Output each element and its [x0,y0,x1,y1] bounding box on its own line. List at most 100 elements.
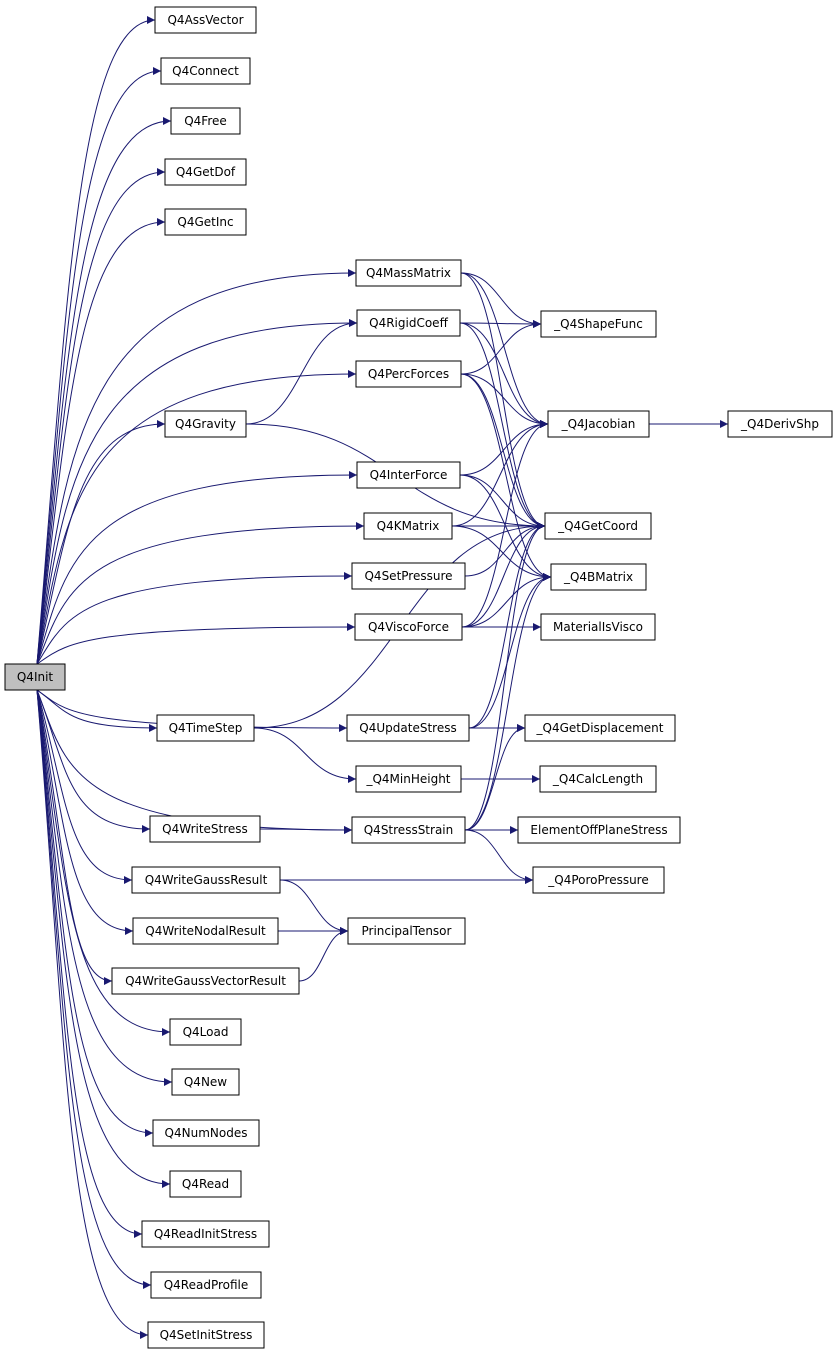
edge-q4-visco-force-to-q4-get-coord [461,522,546,628]
node-box [111,967,300,995]
node-box [355,360,462,388]
node-label: Q4Read [182,1177,229,1191]
edge-q4-set-pressure-to-q4-get-coord [464,522,546,577]
node-q4-read-init-stress[interactable]: Q4ReadInitStress [141,1220,270,1248]
node-q4-free[interactable]: Q4Free [170,107,241,135]
node-label: Q4UpdateStress [359,721,456,735]
node-q4-min-height[interactable]: _Q4MinHeight [355,765,462,793]
node-label: _Q4DerivShp [740,417,819,431]
node-q4-write-gauss-result[interactable]: Q4WriteGaussResult [131,866,281,894]
node-q4-perc-forces[interactable]: Q4PercForces [355,360,462,388]
node-q4-read[interactable]: Q4Read [169,1170,242,1198]
node-q4-num-nodes[interactable]: Q4NumNodes [152,1119,260,1147]
node-q4-visco-force[interactable]: Q4ViscoForce [354,613,463,641]
edge-q4-init-to-q4-ass-vector [36,16,156,665]
edges [36,16,728,1339]
node-box [164,410,247,438]
node-q4-write-stress[interactable]: Q4WriteStress [149,815,261,843]
edge-q4-perc-forces-to-q4-bmatrix [460,373,552,581]
node-q4-shape-func[interactable]: _Q4ShapeFunc [540,310,657,338]
edge-q4-stress-strain-to-q4-bmatrix [464,573,552,831]
node-q4-stress-strain[interactable]: Q4StressStrain [351,816,466,844]
node-label: Q4ViscoForce [368,620,449,634]
node-q4-mass-matrix[interactable]: Q4MassMatrix [355,259,462,287]
node-label: Q4GetDof [176,165,236,179]
edge-q4-mass-matrix-to-q4-shape-func [460,272,542,328]
node-q4-gravity[interactable]: Q4Gravity [164,410,247,438]
node-principal-tensor[interactable]: PrincipalTensor [347,917,466,945]
node-label: Q4SetInitStress [160,1328,253,1342]
edge-q4-kmatrix-to-q4-bmatrix [451,525,552,581]
node-label: Q4Init [17,670,54,684]
node-q4-new[interactable]: Q4New [171,1068,240,1096]
node-q4-poro-pressure[interactable]: _Q4PoroPressure [532,866,665,894]
node-q4-read-profile[interactable]: Q4ReadProfile [150,1271,262,1299]
node-label: Q4Gravity [175,417,236,431]
node-box [727,410,833,438]
node-q4-calc-length[interactable]: _Q4CalcLength [539,765,657,793]
node-box [363,512,453,540]
node-box [550,563,647,591]
edge-q4-init-to-q4-get-inc [36,218,166,665]
node-q4-load[interactable]: Q4Load [169,1018,242,1046]
edge-q4-time-step-to-q4-min-height [253,727,357,783]
edge-q4-init-to-q4-free [36,117,172,665]
node-label: Q4StressStrain [364,823,454,837]
node-q4-init[interactable]: Q4Init [4,663,66,691]
node-material-is-visco[interactable]: MaterialIsVisco [540,613,656,641]
node-box [356,309,461,337]
node-q4-inter-force[interactable]: Q4InterForce [356,461,461,489]
node-q4-set-pressure[interactable]: Q4SetPressure [351,562,466,590]
node-q4-set-init-stress[interactable]: Q4SetInitStress [147,1321,265,1349]
node-label: Q4NumNodes [165,1126,248,1140]
node-label: Q4WriteNodalResult [145,924,266,938]
node-box [517,816,681,844]
node-box [355,259,462,287]
node-label: ElementOffPlaneStress [530,823,667,837]
node-box [131,866,281,894]
node-q4-rigid-coeff[interactable]: Q4RigidCoeff [356,309,461,337]
node-q4-get-dof[interactable]: Q4GetDof [164,158,247,186]
node-q4-get-inc[interactable]: Q4GetInc [164,208,247,236]
edge-q4-gravity-to-q4-rigid-coeff [245,319,358,425]
node-q4-deriv-shp[interactable]: _Q4DerivShp [727,410,833,438]
node-q4-get-coord[interactable]: _Q4GetCoord [544,512,652,540]
node-label: Q4SetPressure [364,569,452,583]
node-element-off-plane-stress[interactable]: ElementOffPlaneStress [517,816,681,844]
node-label: Q4KMatrix [377,519,440,533]
edge-q4-init-to-q4-write-gauss-result [36,689,133,884]
node-q4-jacobian[interactable]: _Q4Jacobian [547,410,650,438]
edge-q4-stress-strain-to-q4-poro-pressure [464,829,534,884]
edge-q4-update-stress-to-q4-get-coord [468,522,546,729]
edge-q4-write-gauss-vector-result-to-principal-tensor [298,927,349,982]
node-label: Q4WriteGaussVectorResult [125,974,286,988]
edge-q4-init-to-q4-new [36,689,173,1086]
node-q4-time-step[interactable]: Q4TimeStep [156,714,255,742]
node-label: Q4InterForce [370,468,448,482]
node-label: Q4PercForces [368,367,449,381]
node-q4-connect[interactable]: Q4Connect [160,57,251,85]
node-box [547,410,650,438]
edge-q4-init-to-q4-set-init-stress [36,689,149,1339]
node-q4-bmatrix[interactable]: _Q4BMatrix [550,563,647,591]
nodes: Q4Init Q4AssVectorQ4ConnectQ4FreeQ4GetDof… [4,6,833,1349]
node-box [150,1271,262,1299]
node-q4-write-gauss-vector-result[interactable]: Q4WriteGaussVectorResult [111,967,300,995]
node-label: Q4Connect [172,64,239,78]
node-q4-get-displacement[interactable]: _Q4GetDisplacement [524,714,676,742]
node-label: Q4Free [184,114,227,128]
node-box [354,613,463,641]
edge-q4-init-to-q4-read-profile [36,689,152,1289]
node-q4-kmatrix[interactable]: Q4KMatrix [363,512,453,540]
node-box [164,158,247,186]
edge-q4-visco-force-to-q4-jacobian [461,420,549,628]
node-q4-ass-vector[interactable]: Q4AssVector [154,6,257,34]
node-box [156,714,255,742]
node-q4-update-stress[interactable]: Q4UpdateStress [346,714,470,742]
node-box [164,208,247,236]
node-box [524,714,676,742]
node-label: Q4New [184,1075,227,1089]
node-q4-write-nodal-result[interactable]: Q4WriteNodalResult [132,917,279,945]
node-box [152,1119,260,1147]
